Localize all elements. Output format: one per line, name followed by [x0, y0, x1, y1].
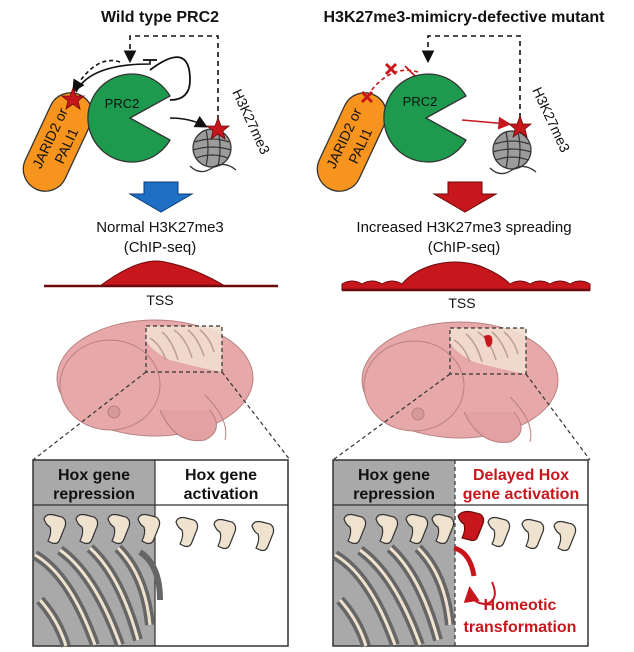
right-mark-label: H3K27me3 — [529, 85, 573, 155]
left-box-activation-line-2: activation — [184, 486, 259, 503]
right-cofactor-x-icon — [360, 90, 374, 104]
right-box-delayed-line-2: gene activation — [463, 486, 579, 503]
right-down-arrow-icon — [432, 181, 498, 213]
right-transformed-vertebra-icon — [457, 510, 485, 542]
left-embryo — [56, 319, 254, 442]
left-detail-box: Hox gene repression Hox gene activation — [32, 459, 289, 648]
left-catalysis-arrow — [169, 115, 208, 128]
right-prc2-label: PRC2 — [403, 94, 438, 109]
right-zoom-line-left — [332, 373, 451, 461]
left-down-arrow-icon — [128, 181, 194, 213]
right-zoom-box — [449, 327, 527, 375]
right-title: H3K27me3-mimicry-defective mutant — [324, 9, 606, 26]
right-dna-strand — [489, 165, 537, 175]
right-extra-rib-red — [453, 545, 477, 577]
left-zoom-line-left — [32, 371, 147, 461]
right-cofactor-dashed-arrow — [369, 69, 419, 93]
left-ribs — [32, 544, 163, 648]
right-box-repression-line-2: repression — [353, 486, 435, 503]
right-homeotic-line-2: transformation — [464, 619, 577, 636]
right-feedback-dashed-arrow — [421, 35, 521, 118]
left-cofactor: JARID2 or PALI1 — [22, 92, 94, 192]
left-loop-arrow — [149, 56, 191, 101]
left-nucleosome-star-icon — [205, 116, 231, 140]
left-panel: Wild type PRC2 JARID2 or PALI1 PRC2 H3K2… — [22, 9, 291, 648]
left-box-activation-line-1: Hox gene — [185, 467, 257, 484]
right-homeotic-line-1: Homeotic — [484, 597, 557, 614]
right-embryo — [361, 321, 559, 443]
left-mark-label: H3K27me3 — [229, 87, 273, 157]
left-inhibition-line — [75, 60, 151, 93]
left-feedback-dashed-arrow — [123, 35, 219, 120]
right-nucleosome-star-icon — [507, 114, 533, 138]
right-box-delayed-line-1: Delayed Hox — [473, 467, 569, 484]
right-catalysis-arrow — [461, 116, 512, 130]
left-tss-label: TSS — [146, 292, 173, 308]
left-result-line-2: (ChIP-seq) — [124, 239, 197, 256]
right-zoom-line-right — [525, 373, 591, 461]
left-result-line-1: Normal H3K27me3 — [96, 219, 224, 236]
left-cofactor-dashed-arrow — [72, 59, 121, 93]
right-nucleosome-icon — [492, 130, 532, 170]
left-title: Wild type PRC2 — [101, 9, 219, 26]
left-prc2-shape — [87, 73, 171, 163]
right-result-line-1: Increased H3K27me3 spreading — [356, 219, 571, 236]
right-box-repression-line-1: Hox gene — [358, 467, 430, 484]
left-prc2-label: PRC2 — [105, 96, 140, 111]
left-chip-peak — [44, 260, 278, 287]
right-curved-arrow-icon — [463, 581, 496, 606]
right-prc2-shape — [383, 73, 467, 163]
left-cofactor-star-icon — [60, 86, 86, 110]
right-result-line-2: (ChIP-seq) — [428, 239, 501, 256]
left-zoom-box — [145, 325, 223, 373]
right-tss-label: TSS — [448, 295, 475, 311]
left-zoom-line-right — [221, 371, 291, 461]
right-chip-peak — [341, 261, 591, 291]
right-block-x-icon — [384, 62, 398, 76]
left-box-repression-line-1: Hox gene — [58, 467, 130, 484]
right-detail-box: Hox gene repression Delayed Hox gene act… — [332, 459, 589, 648]
left-dna-strand — [189, 163, 237, 173]
right-ribs — [332, 544, 477, 648]
right-cofactor: JARID2 or PALI1 — [316, 92, 388, 192]
left-box-repression-line-2: repression — [53, 486, 135, 503]
right-panel: H3K27me3-mimicry-defective mutant JARID2… — [316, 9, 606, 648]
